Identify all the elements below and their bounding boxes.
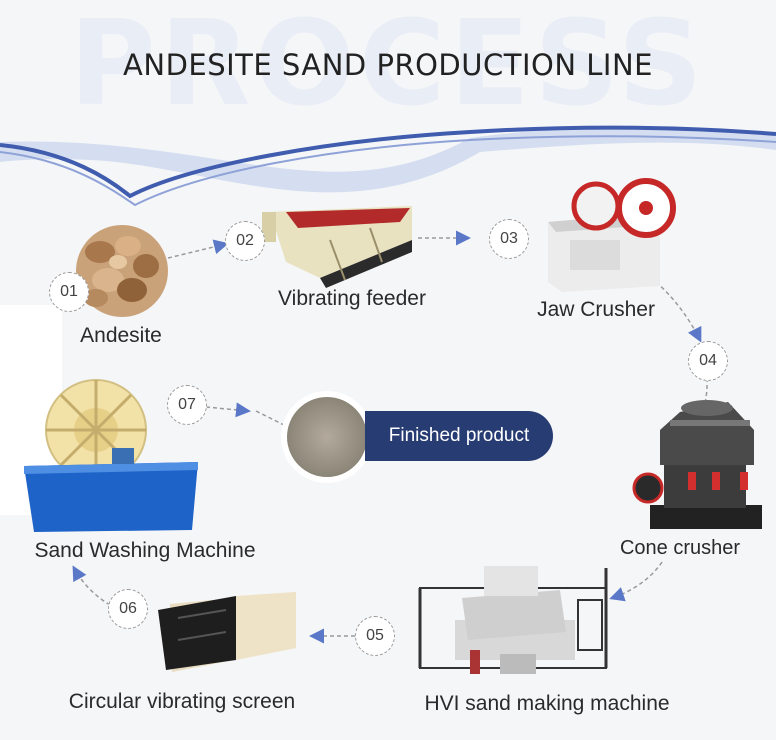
jaw-crusher-image: [548, 181, 673, 292]
step-circle-03: 03: [489, 219, 529, 259]
step-circle-01: 01: [49, 272, 89, 312]
cone-crusher-image: [634, 400, 762, 529]
step-label-jaw-crusher: Jaw Crusher: [537, 298, 655, 322]
andesite-image: [76, 225, 168, 317]
finished-product-image: [287, 397, 367, 477]
circular-vibrating-screen-image: [158, 592, 296, 672]
step-label-sand-washing-machine: Sand Washing Machine: [34, 539, 255, 563]
step-label-hvi-sand-making-machine: HVI sand making machine: [424, 692, 669, 716]
step-label-andesite: Andesite: [80, 324, 162, 348]
step-circle-02: 02: [225, 221, 265, 261]
step-label-cone-crusher: Cone crusher: [620, 537, 740, 560]
step-circle-06: 06: [108, 589, 148, 629]
vibrating-feeder-image: [262, 206, 412, 288]
hvi-sand-making-machine-image: [420, 566, 606, 674]
step-label-circular-vibrating-screen: Circular vibrating screen: [69, 690, 295, 714]
step-circle-07: 07: [167, 385, 207, 425]
step-circle-04: 04: [688, 341, 728, 381]
step-circle-05: 05: [355, 616, 395, 656]
step-label-vibrating-feeder: Vibrating feeder: [278, 287, 426, 311]
finished-product-badge: Finished product: [365, 411, 553, 461]
